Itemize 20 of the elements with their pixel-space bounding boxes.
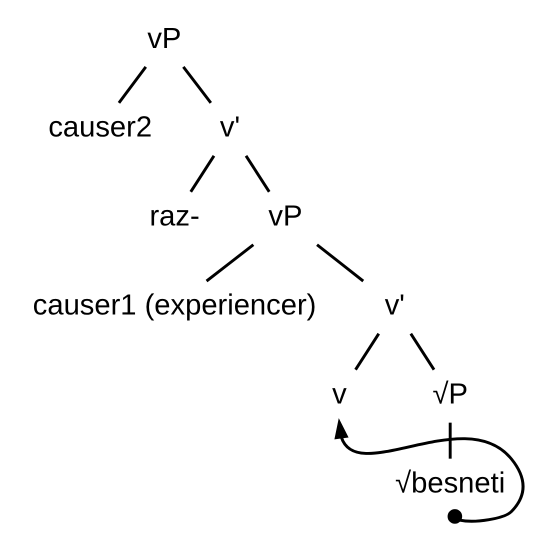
connector bbox=[316, 244, 364, 282]
node-text: causer2 bbox=[48, 112, 152, 144]
node-text: √P bbox=[432, 378, 468, 411]
arrow bbox=[334, 418, 524, 524]
node-text: v' bbox=[219, 112, 240, 144]
node-text: v bbox=[332, 378, 346, 411]
connector bbox=[409, 332, 435, 371]
connector bbox=[182, 66, 212, 104]
node-text: causer1 (experiencer) bbox=[32, 290, 316, 322]
connector bbox=[244, 155, 270, 193]
connector bbox=[354, 332, 380, 371]
node-text: √besneti bbox=[394, 468, 505, 500]
node-text: vP bbox=[146, 22, 181, 55]
node-text: raz- bbox=[148, 200, 200, 233]
connector bbox=[448, 422, 452, 459]
connector bbox=[189, 155, 215, 193]
connector bbox=[117, 66, 146, 104]
node-text: vP bbox=[268, 200, 302, 233]
connector bbox=[205, 244, 254, 282]
node-text: v' bbox=[384, 290, 404, 322]
